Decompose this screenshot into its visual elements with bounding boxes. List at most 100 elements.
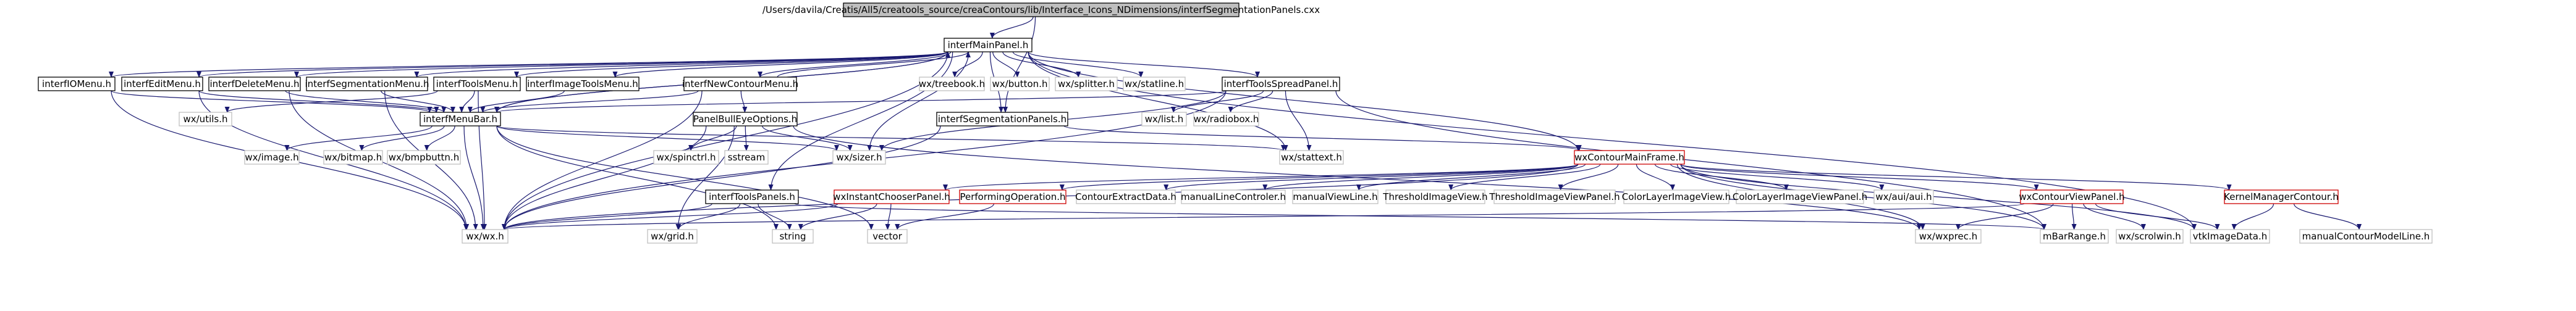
edge-interfMainPanel_h-to-interfIOMenu_h bbox=[109, 51, 948, 78]
edge-wxContourViewPanel_h-to-mBarRange_h bbox=[2071, 203, 2077, 230]
node-label: wx/statline.h bbox=[1125, 78, 1184, 89]
node-wx_scrolwin_h: wx/scrolwin.h bbox=[2116, 229, 2184, 244]
node-interfEditMenu_h[interactable]: interfEditMenu.h bbox=[121, 77, 203, 91]
node-box bbox=[1292, 189, 1379, 204]
node-ColorLayerImageView_h: ColorLayerImageView.h bbox=[1622, 189, 1731, 204]
node-box bbox=[683, 77, 797, 91]
edge-wxContourViewPanel_h-to-wx_wxprec_h bbox=[1956, 203, 2054, 230]
node-box bbox=[832, 150, 886, 165]
edge-interfMenuBar_h-to-wx_stattext_h bbox=[496, 125, 1286, 151]
node-label: /Users/davila/Creatis/All5/creatools_sou… bbox=[762, 4, 1320, 16]
edge-interfToolsSpreadPanel_h-to-wx_stattext_h bbox=[1285, 90, 1312, 151]
node-label: sstream bbox=[728, 152, 765, 163]
node-label: wx/grid.h bbox=[651, 231, 694, 242]
node-interfNewContourMenu_h[interactable]: interfNewContourMenu.h bbox=[682, 77, 798, 91]
node-label: wx/spinctrl.h bbox=[657, 152, 716, 163]
node-label: wx/image.h bbox=[245, 152, 298, 163]
node-wx_sizer_h: wx/sizer.h bbox=[832, 150, 886, 165]
edge-wxContourMainFrame_h-to-wxInstantChooserPanel_h bbox=[943, 164, 1579, 191]
node-label: manualContourModelLine.h bbox=[2302, 231, 2430, 242]
node-label: interfToolsPanels.h bbox=[709, 191, 795, 202]
edge-PanelBullEyeOptions_h-to-wx_grid_h bbox=[675, 125, 735, 230]
node-box bbox=[990, 77, 1050, 91]
node-label: interfToolsMenu.h bbox=[436, 78, 518, 89]
node-sstream: sstream bbox=[724, 150, 769, 165]
edge-wxContourMainFrame_h-to-KernelManagerContour_h bbox=[1680, 164, 2232, 191]
node-wxContourViewPanel_h[interactable]: wxContourViewPanel.h bbox=[2019, 189, 2125, 204]
edge-wxContourViewPanel_h-to-vtkImageData_h bbox=[2095, 203, 2220, 230]
node-box bbox=[323, 150, 383, 165]
node-interfToolsPanels_h[interactable]: interfToolsPanels.h bbox=[705, 189, 799, 204]
node-wx_wx_h: wx/wx.h bbox=[462, 229, 509, 244]
node-box bbox=[919, 77, 985, 91]
edge-interfMainPanel_h-to-wx_sizer_h bbox=[867, 51, 969, 151]
edge-wxContourMainFrame_h-to-manualViewLine_h bbox=[1356, 164, 1586, 191]
node-label: PanelBullEyeOptions.h bbox=[693, 114, 797, 125]
edge-PanelBullEyeOptions_h-to-wx_wx_h bbox=[502, 125, 707, 230]
node-box bbox=[1385, 189, 1485, 204]
node-PerformingOperation_h[interactable]: PerformingOperation.h bbox=[959, 189, 1066, 204]
node-ThresholdImageViewPanel_h: ThresholdImageViewPanel.h bbox=[1489, 189, 1620, 204]
edge-wxContourMainFrame_h-to-manualLineControler_h bbox=[1262, 164, 1579, 191]
edge-wxContourMainFrame_h-to-wx_aui_aui_h bbox=[1670, 164, 1885, 191]
node-wxInstantChooserPanel_h[interactable]: wxInstantChooserPanel.h bbox=[833, 189, 950, 204]
node-box bbox=[1055, 77, 1118, 91]
edge-PanelBullEyeOptions_h-to-sstream bbox=[743, 125, 749, 151]
node-PanelBullEyeOptions_h[interactable]: PanelBullEyeOptions.h bbox=[693, 112, 798, 126]
node-string: string bbox=[772, 229, 814, 244]
node-interfSegmentationMenu_h[interactable]: interfSegmentationMenu.h bbox=[305, 77, 429, 91]
node-box bbox=[1076, 189, 1176, 204]
node-label: wx/aui/aui.h bbox=[1875, 191, 1932, 202]
edge-wxInstantChooserPanel_h-to-wx_wx_h bbox=[502, 203, 838, 230]
node-interfImageToolsMenu_h[interactable]: interfImageToolsMenu.h bbox=[526, 77, 640, 91]
edge-interfMainPanel_h-to-interfToolsSpreadPanel_h bbox=[1028, 51, 1260, 78]
node-wxContourMainFrame_h[interactable]: wxContourMainFrame.h bbox=[1574, 150, 1685, 165]
node-label: wx/list.h bbox=[1145, 114, 1184, 125]
node-box bbox=[433, 77, 521, 91]
edge-interfSegmentationPanels_h-to-wxContourMainFrame_h bbox=[1063, 125, 1582, 151]
edge-interfToolsPanels_h-to-wx_wx_h bbox=[502, 203, 712, 230]
edge-wxContourViewPanel_h-to-wx_scrolwin_h bbox=[2083, 203, 2146, 230]
node-box bbox=[1873, 189, 1934, 204]
node-interfMenuBar_h[interactable]: interfMenuBar.h bbox=[420, 112, 501, 126]
edge-PerformingOperation_h-to-vector bbox=[895, 203, 995, 230]
node-box bbox=[2020, 189, 2124, 204]
node-KernelManagerContour_h[interactable]: KernelManagerContour.h bbox=[2224, 189, 2339, 204]
node-label: wxContourViewPanel.h bbox=[2019, 191, 2124, 202]
node-box bbox=[843, 2, 1239, 17]
edge-interfNewContourMenu_h-to-interfMainPanel_h bbox=[777, 51, 971, 78]
node-box bbox=[944, 38, 1033, 52]
node-label: wx/sizer.h bbox=[836, 152, 882, 163]
edge-interfMainPanel_h-to-wx_treebook_h bbox=[952, 51, 983, 78]
node-label: manualViewLine.h bbox=[1293, 191, 1377, 202]
node-interfIOMenu_h[interactable]: interfIOMenu.h bbox=[38, 77, 116, 91]
edge-interfMenuBar_h-to-wx_bitmap_h bbox=[359, 125, 445, 151]
node-wx_button_h: wx/button.h bbox=[990, 77, 1050, 91]
node-label: interfMainPanel.h bbox=[948, 39, 1029, 51]
node-label: wx/button.h bbox=[992, 78, 1048, 89]
edge-interfMainPanel_h-to-wx_statline_h bbox=[1012, 51, 1144, 78]
node-box bbox=[647, 229, 698, 244]
edge-interfImageToolsMenu_h-to-interfMenuBar_h bbox=[467, 90, 565, 113]
node-box bbox=[653, 150, 719, 165]
edge-KernelManagerContour_h-to-vtkImageData_h bbox=[2231, 203, 2274, 230]
node-interfSegmentationPanels_h[interactable]: interfSegmentationPanels.h bbox=[936, 112, 1068, 126]
edge-interfMainPanel_h-to-interfSegmentationMenu_h bbox=[414, 51, 948, 78]
node-interfDeleteMenu_h[interactable]: interfDeleteMenu.h bbox=[208, 77, 301, 91]
node-label: vector bbox=[872, 231, 902, 242]
node-box bbox=[1222, 77, 1340, 91]
edge-interfToolsSpreadPanel_h-to-mBarRange_h bbox=[1335, 90, 2046, 230]
node-wx_treebook_h: wx/treebook.h bbox=[919, 77, 985, 91]
node-label: PerformingOperation.h bbox=[960, 191, 1066, 202]
node-box bbox=[1736, 189, 1864, 204]
edge-interfToolsPanels_h-to-mBarRange_h bbox=[794, 203, 2046, 230]
node-interfToolsSpreadPanel_h[interactable]: interfToolsSpreadPanel.h bbox=[1222, 77, 1340, 91]
node-wx_spinctrl_h: wx/spinctrl.h bbox=[653, 150, 719, 165]
node-interfMainPanel_h[interactable]: interfMainPanel.h bbox=[944, 38, 1033, 52]
node-label: manualLineControler.h bbox=[1181, 191, 1286, 202]
edge-interfToolsSpreadPanel_h-to-interfMenuBar_h bbox=[494, 90, 1227, 113]
edge-interfMenuBar_h-to-wx_sizer_h bbox=[496, 125, 839, 151]
node-interfToolsMenu_h[interactable]: interfToolsMenu.h bbox=[433, 77, 521, 91]
node-box bbox=[2224, 189, 2339, 204]
